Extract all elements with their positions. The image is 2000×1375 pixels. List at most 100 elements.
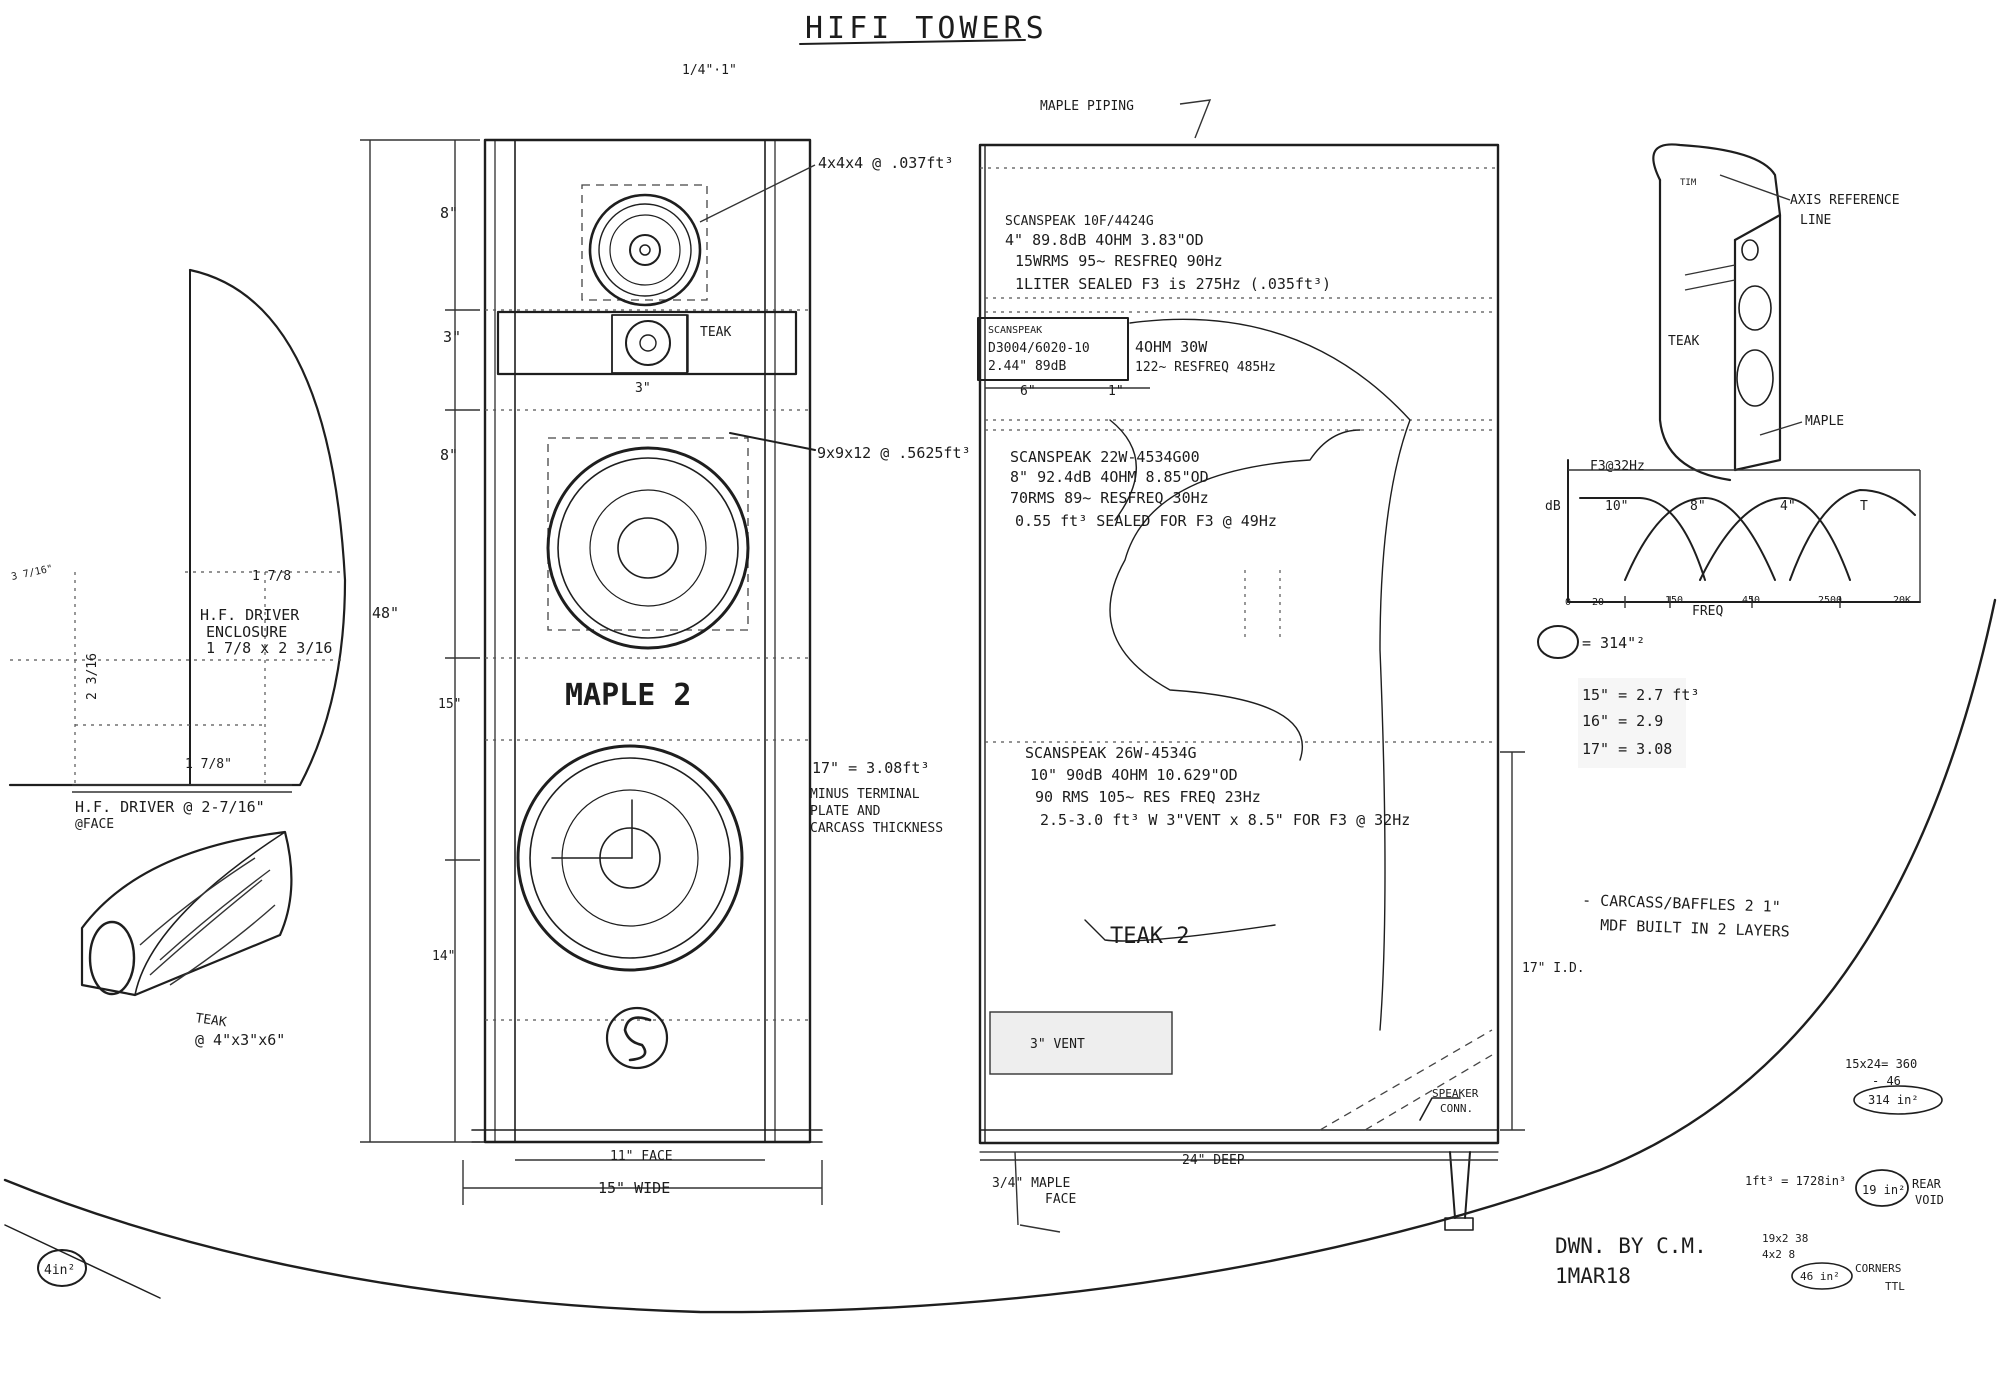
sub-spec-4: 2.5-3.0 ft³ W 3"VENT x 8.5" FOR F3 @ 32H… <box>1040 811 1410 829</box>
woofer-spec-2: 8" 92.4dB 4OHM 8.85"OD <box>1010 468 1209 486</box>
persp-teak: TEAK <box>1668 334 1699 349</box>
volume-note-1: 17" = 3.08ft³ <box>812 759 929 777</box>
persp-maple: MAPLE <box>1805 414 1844 429</box>
chart-tick-20k: 20K <box>1893 595 1911 606</box>
hf-side-dim: 2 3/16 <box>85 653 100 700</box>
mid-spec-left-1: SCANSPEAK <box>988 325 1042 336</box>
woofer-spec-1: SCANSPEAK 22W-4534G00 <box>1010 448 1200 466</box>
chart-band-4: 4" <box>1780 499 1796 514</box>
speaker-conn-2: CONN. <box>1440 1102 1473 1115</box>
chart-crossover-note: F3@32Hz <box>1590 459 1645 474</box>
front-mid-width: 3" <box>635 381 651 396</box>
axis-ref-2: LINE <box>1800 213 1831 228</box>
rear-void-2: REAR <box>1912 1177 1942 1191</box>
crossover-chart <box>1567 459 1921 608</box>
woofer-spec-3: 70RMS 89~ RESFREQ 30Hz <box>1010 489 1209 507</box>
sweep-curve <box>3 598 1997 1314</box>
sub-spec-1: SCANSPEAK 26W-4534G <box>1025 744 1197 762</box>
rear-void-3: VOID <box>1915 1193 1944 1207</box>
hf-label-1: H.F. DRIVER <box>200 606 300 624</box>
volume-note-4: CARCASS THICKNESS <box>810 821 943 836</box>
hf-enclosure-profile <box>8 268 347 793</box>
front-teak-label: TEAK <box>700 325 731 340</box>
teak-logo: TEAK 2 <box>1110 924 1189 949</box>
calc-corners-1: 19x2 38 <box>1762 1232 1808 1245</box>
calc-corners-2: 4x2 8 <box>1762 1248 1795 1261</box>
chart-tick-20: 20 <box>1592 597 1604 608</box>
front-woofer-box: 9x9x12 @ .5625ft³ <box>817 444 971 462</box>
speaker-conn-1: SPEAKER <box>1432 1087 1479 1100</box>
area-circle-icon <box>1537 625 1579 659</box>
hf-label-2: ENCLOSURE <box>206 623 287 641</box>
mid-width: 6" <box>1020 384 1036 399</box>
construction-note-2: MDF BUILT IN 2 LAYERS <box>1600 916 1790 941</box>
teak-block-sketch <box>80 830 293 997</box>
hf-bottom-dim: 1 7/8" <box>185 757 232 772</box>
volume-note-3: PLATE AND <box>810 804 881 819</box>
mid-spec-right-2: 122~ RESFREQ 485Hz <box>1135 360 1276 375</box>
area-note: = 314"² <box>1582 634 1645 652</box>
mid-spec-left-2: D3004/6020-10 <box>988 341 1090 356</box>
maple-face-1: 3/4" MAPLE <box>992 1176 1070 1191</box>
tweeter-spec-2: 4" 89.8dB 4OHM 3.83"OD <box>1005 231 1204 249</box>
calc-area-2: - 46 <box>1872 1074 1901 1088</box>
chart-tick-150: 150 <box>1665 595 1683 606</box>
chart-band-t: T <box>1860 499 1868 514</box>
volume-table-1: 15" = 2.7 ft³ <box>1582 686 1699 704</box>
front-dim-8b: 8" <box>440 446 458 464</box>
front-dim-8a: 8" <box>440 204 458 222</box>
calc-corners-4: CORNERS <box>1855 1262 1901 1275</box>
hf-top-dim: 1 7/8 <box>252 569 291 584</box>
chart-tick-2500: 2500 <box>1818 595 1842 606</box>
tower-perspective <box>1652 143 1791 482</box>
calc-vol: 1ft³ = 1728in³ <box>1745 1174 1846 1188</box>
rear-void-1: 19 in² <box>1862 1183 1905 1197</box>
inner-height: 17" I.D. <box>1522 961 1585 976</box>
maple-face-2: FACE <box>1045 1192 1076 1207</box>
calc-corners-3: 46 in² <box>1800 1270 1840 1283</box>
front-logo: MAPLE 2 <box>565 678 691 713</box>
volume-table-2: 16" = 2.9 <box>1582 712 1663 730</box>
chart-x-label: FREQ <box>1692 604 1723 619</box>
mid-spec-right-1: 4OHM 30W <box>1135 338 1208 356</box>
front-tweeter-box: 4x4x4 @ .037ft³ <box>818 154 953 172</box>
chart-y-label: dB <box>1545 499 1561 514</box>
tweeter-spec-3: 15WRMS 95~ RESFREQ 90Hz <box>1015 252 1223 270</box>
volume-note-2: MINUS TERMINAL <box>810 787 920 802</box>
hf-label-3: 1 7/8 x 2 3/16 <box>206 639 332 657</box>
drawn-date: 1MAR18 <box>1555 1264 1631 1288</box>
hf-driver-pos-2: @FACE <box>75 817 114 832</box>
front-face-width: 11" FACE <box>610 1149 673 1164</box>
side-elevation <box>977 143 1525 1233</box>
front-dim-3: 3" <box>443 328 461 346</box>
mid-gap: 1" <box>1108 384 1124 399</box>
mid-spec-left-3: 2.44" 89dB <box>988 359 1066 374</box>
tweeter-spec-1: SCANSPEAK 10F/4424G <box>1005 214 1154 229</box>
calc-corners-5: TTL <box>1885 1280 1905 1293</box>
calc-area-3: 314 in² <box>1868 1093 1919 1107</box>
construction-note-1: - CARCASS/BAFFLES 2 1" <box>1582 891 1781 916</box>
woofer-spec-4: 0.55 ft³ SEALED FOR F3 @ 49Hz <box>1015 512 1277 530</box>
chart-tick-450: 450 <box>1742 595 1760 606</box>
axis-ref-1: AXIS REFERENCE <box>1790 193 1900 208</box>
hf-driver-pos-1: H.F. DRIVER @ 2-7/16" <box>75 798 265 816</box>
scale-note: 1/4"·1" <box>682 63 737 78</box>
chart-band-8: 8" <box>1690 499 1706 514</box>
sweep-edge-left <box>4 1224 161 1299</box>
vent-label: 3" VENT <box>1030 1037 1085 1052</box>
chart-tick-0: 0 <box>1565 597 1571 608</box>
depth-label: 24" DEEP <box>1182 1153 1245 1168</box>
front-dim-14: 14" <box>432 949 455 964</box>
volume-table-3: 17" = 3.08 <box>1582 740 1672 758</box>
front-total-width: 15" WIDE <box>598 1179 670 1197</box>
tweeter-spec-4: 1LITER SEALED F3 is 275Hz (.035ft³) <box>1015 275 1331 293</box>
front-height: 48" <box>372 604 399 622</box>
hf-corner-note: 3 7/16" <box>10 563 54 583</box>
sub-spec-3: 90 RMS 105~ RES FREQ 23Hz <box>1035 788 1261 806</box>
persp-top-mark: TIM <box>1680 178 1697 188</box>
front-elevation <box>360 138 823 1205</box>
teak-block-label-1: TEAK <box>194 1011 227 1030</box>
teak-block-label-2: @ 4"x3"x6" <box>195 1031 285 1049</box>
calc-area-1: 15x24= 360 <box>1845 1057 1917 1071</box>
